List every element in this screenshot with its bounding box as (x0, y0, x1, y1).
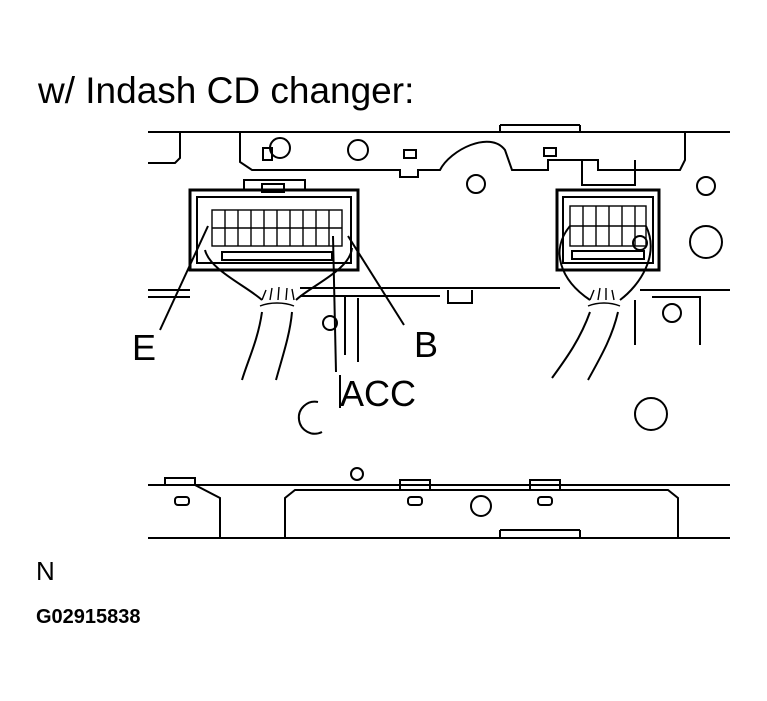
right-connector (551, 160, 661, 381)
diagram-title: w/ Indash CD changer: (38, 70, 415, 111)
upper-bracket (148, 124, 730, 435)
lower-bracket (148, 467, 730, 539)
figure-code: G02915838 (36, 606, 141, 628)
label-b: B (414, 324, 438, 365)
label-e: E (132, 327, 156, 368)
label-acc: ACC (340, 373, 416, 414)
left-connector (188, 179, 360, 381)
leader-lines (159, 225, 405, 373)
note-label: N (36, 556, 55, 586)
